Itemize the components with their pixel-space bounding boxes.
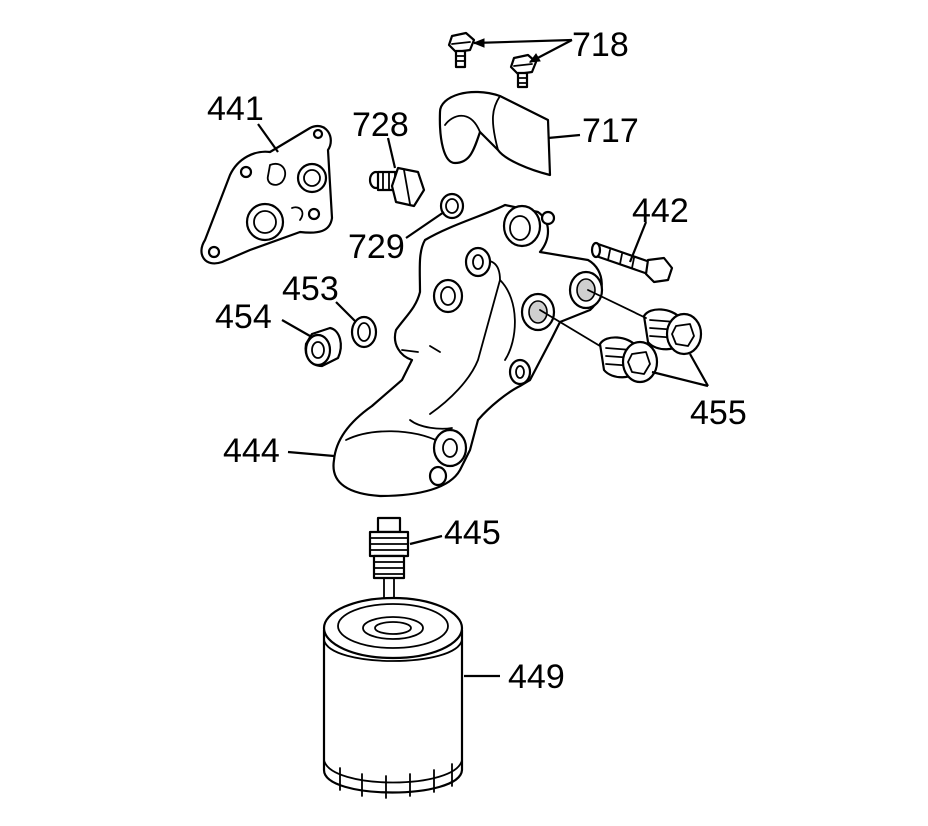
leader-lines — [257, 38, 709, 678]
part-442-bolt — [590, 241, 674, 284]
leader-441 — [257, 123, 279, 153]
part-718-bolts — [447, 31, 538, 89]
callout-442: 442 — [632, 192, 689, 230]
callout-453: 453 — [282, 270, 339, 308]
leader-445 — [409, 534, 443, 546]
leader-728 — [386, 137, 397, 169]
leader-454 — [281, 319, 311, 337]
callout-718: 718 — [572, 26, 629, 64]
bolt-455-lower — [598, 336, 659, 384]
part-717-shield — [438, 91, 552, 177]
callout-444: 444 — [223, 432, 280, 470]
callout-455: 455 — [690, 394, 747, 432]
leader-453 — [335, 301, 357, 323]
callout-449: 449 — [508, 658, 565, 696]
callout-labels: 718 441 728 717 729 442 453 454 455 444 … — [207, 26, 747, 696]
part-455-bolts — [539, 289, 703, 384]
part-441-gasket — [200, 125, 334, 265]
part-445-fitting — [368, 516, 410, 631]
part-444-housing — [332, 203, 604, 498]
part-729-oring — [439, 192, 465, 220]
callout-728: 728 — [352, 106, 409, 144]
bolt-718-left — [447, 31, 476, 69]
callout-717: 717 — [582, 112, 639, 150]
leader-717 — [547, 133, 581, 140]
leader-729 — [405, 211, 445, 239]
callout-445: 445 — [444, 514, 501, 552]
part-728-sensor — [368, 166, 426, 208]
leader-442 — [628, 221, 648, 263]
leader-455 — [651, 353, 709, 388]
callout-441: 441 — [207, 90, 264, 128]
part-453-washer — [350, 315, 378, 349]
bolt-455-upper — [642, 308, 703, 356]
callout-729: 729 — [348, 228, 405, 266]
callout-454: 454 — [215, 298, 272, 336]
leader-444 — [287, 450, 335, 458]
part-449-filter — [322, 596, 464, 799]
leader-718-a — [473, 38, 573, 45]
part-454-plug — [304, 326, 342, 368]
bolt-718-right — [509, 53, 538, 89]
